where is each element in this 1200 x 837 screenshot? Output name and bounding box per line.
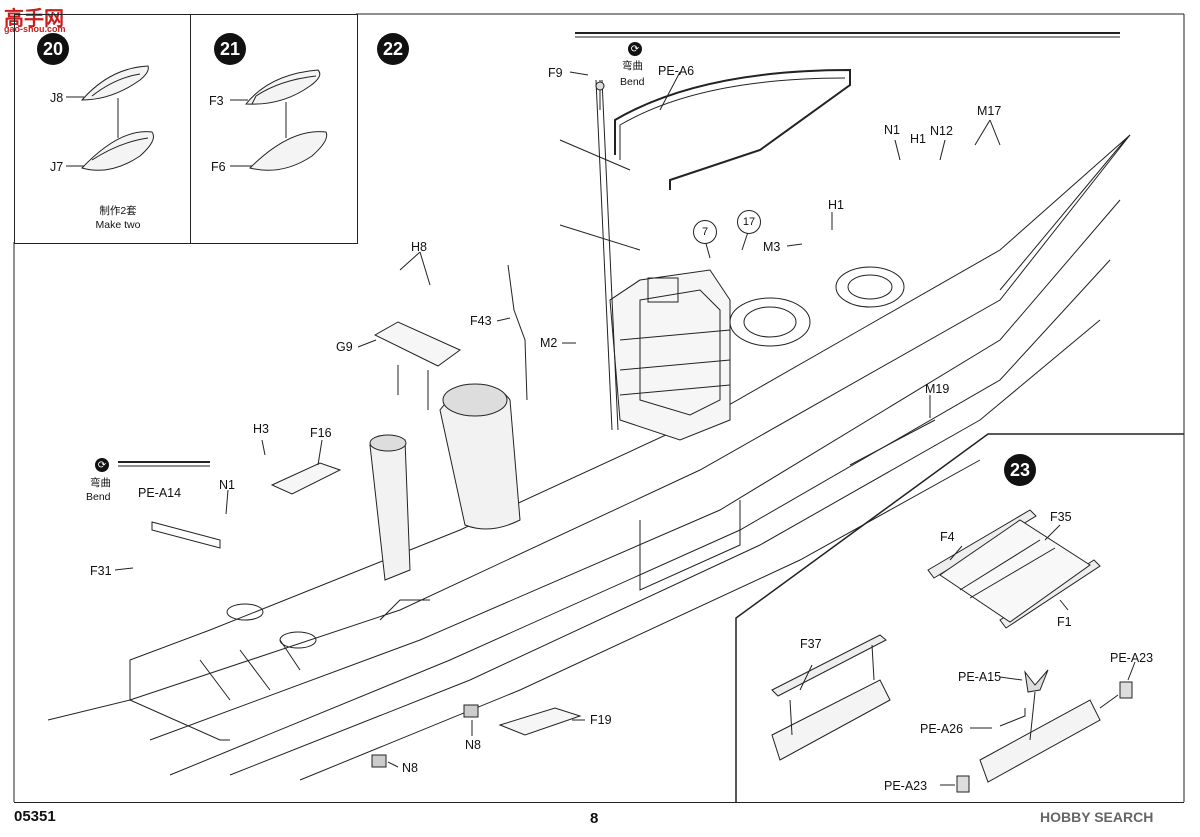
- label-pe-a23-top: PE-A23: [1110, 651, 1154, 665]
- label-h1-mid: H1: [828, 198, 844, 212]
- label-m3: M3: [763, 240, 781, 254]
- label-pe-a14: PE-A14: [138, 486, 182, 500]
- ref-circle-17: 17: [737, 210, 761, 234]
- step-21-panel: [190, 14, 358, 244]
- watermark-logo: 高手网: [4, 8, 64, 30]
- watermark-hobby-search: HOBBY SEARCH: [1040, 809, 1154, 825]
- step-20-panel: [14, 14, 191, 244]
- label-j8: J8: [50, 91, 64, 105]
- label-n1-top: N1: [884, 123, 900, 137]
- label-f16: F16: [310, 426, 332, 440]
- label-m19: M19: [925, 382, 950, 396]
- step-22-number: 22: [377, 33, 409, 65]
- turret-ring-2: [835, 266, 905, 308]
- label-pe-a23-bottom: PE-A23: [884, 779, 928, 793]
- funnel-forward: [439, 383, 521, 530]
- label-f35: F35: [1050, 510, 1072, 524]
- label-h1-top: H1: [910, 132, 926, 146]
- bend-label-cn-2: 弯曲: [90, 477, 111, 489]
- label-f37: F37: [800, 637, 822, 651]
- label-f3: F3: [209, 94, 224, 108]
- page-number: 8: [590, 810, 599, 827]
- step-22-panel: [14, 14, 1184, 803]
- bridge-superstructure: [609, 269, 731, 441]
- label-pe-a15: PE-A15: [958, 670, 1002, 684]
- bend-label-en: Bend: [620, 76, 645, 88]
- step-20-number: 20: [37, 33, 69, 65]
- label-n12: N12: [930, 124, 953, 138]
- label-n8-b: N8: [402, 761, 418, 775]
- label-f43: F43: [470, 314, 492, 328]
- make-two-note-cn: 制作2套: [99, 205, 137, 217]
- catapult-assembly: [771, 509, 1136, 793]
- boat-part-j7: [81, 131, 154, 171]
- label-n8-a: N8: [465, 738, 481, 752]
- label-pe-a26: PE-A26: [920, 722, 964, 736]
- label-pe-a6: PE-A6: [658, 64, 695, 78]
- mast: [559, 79, 641, 431]
- make-two-note-en: Make two: [95, 219, 141, 231]
- catalog-number: 05351: [14, 808, 56, 825]
- ref-circle-7: 7: [693, 220, 717, 244]
- ship-hull: [47, 134, 1131, 781]
- step-23-panel: [735, 433, 1184, 802]
- watermark-url: gao-shou.com: [4, 24, 66, 34]
- turret-ring-1: [729, 297, 811, 347]
- boat-part-j8: [80, 65, 149, 101]
- label-j7: J7: [50, 160, 64, 174]
- label-h3: H3: [253, 422, 269, 436]
- label-f9: F9: [548, 66, 563, 80]
- label-f1: F1: [1057, 615, 1072, 629]
- label-m17: M17: [977, 104, 1002, 118]
- label-n1-left: N1: [219, 478, 235, 492]
- bend-icon: ⟳: [95, 458, 109, 472]
- step-21-number: 21: [214, 33, 246, 65]
- bend-label-en-2: Bend: [86, 491, 111, 503]
- label-f6: F6: [211, 160, 226, 174]
- step-23-number: 23: [1004, 454, 1036, 486]
- label-g9: G9: [336, 340, 353, 354]
- label-m2: M2: [540, 336, 558, 350]
- label-h8: H8: [411, 240, 427, 254]
- label-f4: F4: [940, 530, 955, 544]
- label-f31: F31: [90, 564, 112, 578]
- funnel-aft: [369, 434, 411, 581]
- bend-icon: ⟳: [628, 42, 642, 56]
- label-f19: F19: [590, 713, 612, 727]
- bend-label-cn: 弯曲: [622, 60, 643, 72]
